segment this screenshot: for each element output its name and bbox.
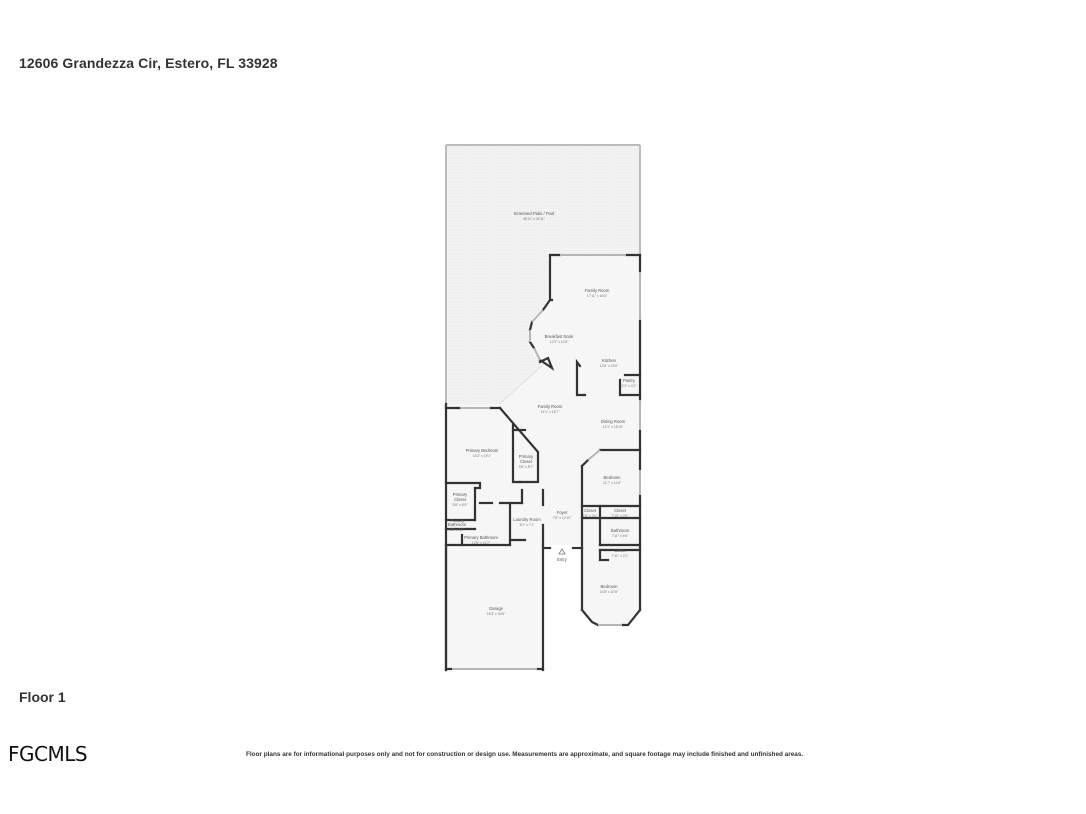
room-dims: 4'8" x 2'6" bbox=[583, 514, 599, 518]
room-name: Primary Bathroom bbox=[464, 535, 498, 540]
room-dims: 38'11" x 43'11" bbox=[523, 217, 546, 221]
room-name: Closet bbox=[584, 508, 597, 513]
walls bbox=[444, 253, 642, 672]
room-dims: 15'2" x 19'1" bbox=[473, 454, 492, 458]
room-name: Closet bbox=[454, 497, 467, 502]
room-name: Primary bbox=[450, 518, 465, 523]
room-dims: 13'3" x 12'6" bbox=[550, 340, 569, 344]
room-name: Entry bbox=[557, 557, 568, 562]
room-dims: 14'1" x 18'7" bbox=[541, 410, 560, 414]
room-dims: 7'11" x 2'1" bbox=[612, 554, 629, 558]
room-dims: 12'6" x 15'5" bbox=[600, 364, 619, 368]
windows bbox=[452, 254, 641, 670]
room-dims: 16'3" x 30'8" bbox=[487, 612, 506, 616]
room-name: Garage bbox=[489, 606, 504, 611]
room-dims: 17'11" x 16'4" bbox=[587, 294, 608, 298]
property-address: 12606 Grandezza Cir, Estero, FL 33928 bbox=[19, 55, 278, 71]
room-name: Family Room bbox=[538, 404, 563, 409]
room-name: Bedroom bbox=[604, 475, 622, 480]
room-name: Foyer bbox=[557, 510, 568, 515]
room-labels: Screened Patio / Pool 38'11" x 43'11" Fa… bbox=[448, 211, 637, 616]
room-dims: 5'8" x 6'9" bbox=[453, 503, 469, 507]
room-dims: 11'7" x 11'6" bbox=[603, 481, 622, 485]
room-name: Bedroom bbox=[601, 584, 619, 589]
room-name: Primary Bedroom bbox=[466, 448, 499, 453]
floor-label: Floor 1 bbox=[19, 689, 66, 705]
room-name: Family Room bbox=[585, 288, 610, 293]
room-dims: 7'10" x 2'6" bbox=[612, 514, 630, 518]
room-dims: 12'6" x 11'2" bbox=[472, 541, 491, 545]
room-dims: 7'11" x 6'6" bbox=[612, 534, 629, 538]
room-name: Closet bbox=[614, 548, 627, 553]
interior-floor bbox=[446, 255, 640, 670]
room-dims: 7'8" x 12'10" bbox=[553, 516, 572, 520]
mls-logo: FGCMLS bbox=[8, 742, 88, 766]
room-name: Laundry Room bbox=[513, 517, 541, 522]
room-name: Bathroom bbox=[611, 528, 630, 533]
room-name: Breakfast Nook bbox=[545, 334, 575, 339]
room-dims: 4'3" x 4'2" bbox=[622, 384, 638, 388]
room-name: Primary bbox=[453, 492, 468, 497]
room-name: Kitchen bbox=[602, 358, 617, 363]
room-dims: 12'1" x 15'10" bbox=[603, 425, 624, 429]
room-dims: 11'8" x 10'5" bbox=[600, 590, 619, 594]
room-name: Bathroom bbox=[448, 522, 467, 527]
room-dims: 3'8" x 5'6" bbox=[450, 528, 466, 532]
room-name: Pantry bbox=[623, 378, 636, 383]
room-name: Closet bbox=[520, 459, 533, 464]
room-dims: 5'8" x 8'7" bbox=[519, 465, 535, 469]
entry-marker-icon bbox=[558, 548, 566, 555]
room-name: Screened Patio / Pool bbox=[514, 211, 555, 216]
room-dims: 8'1" x 7'1" bbox=[520, 523, 536, 527]
room-name: Closet bbox=[614, 508, 627, 513]
room-name: Dining Room bbox=[601, 419, 626, 424]
disclaimer-text: Floor plans are for informational purpos… bbox=[246, 751, 804, 758]
patio-area bbox=[445, 144, 641, 405]
room-name: Primary bbox=[519, 454, 534, 459]
